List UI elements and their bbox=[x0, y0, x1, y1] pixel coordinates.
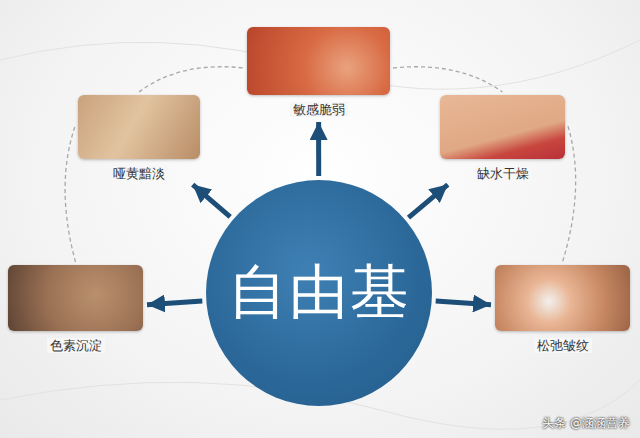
caption-row: 松弛皱纹 bbox=[495, 338, 630, 354]
arrow bbox=[316, 122, 321, 176]
photo-box: 色素沉淀 bbox=[8, 265, 143, 354]
caption: 敏感脆弱 bbox=[290, 102, 348, 117]
watermark: 头条 @涵涵营养 bbox=[542, 415, 630, 432]
center-circle: 自由基 bbox=[206, 180, 432, 406]
arrow bbox=[409, 185, 448, 218]
arrow bbox=[436, 301, 491, 305]
skin-photo bbox=[440, 95, 565, 159]
dashed-link bbox=[139, 67, 244, 92]
photo-box: 敏感脆弱 bbox=[247, 27, 390, 118]
caption: 松弛皱纹 bbox=[534, 338, 592, 353]
caption-row: 色素沉淀 bbox=[8, 338, 143, 354]
arrow bbox=[147, 301, 202, 305]
caption-row: 敏感脆弱 bbox=[247, 102, 390, 118]
faint-lines bbox=[0, 40, 640, 429]
skin-photo bbox=[8, 265, 143, 331]
skin-photo bbox=[78, 95, 200, 159]
caption: 哑黄黯淡 bbox=[110, 166, 168, 181]
arrow bbox=[193, 185, 231, 217]
dashed-link bbox=[65, 126, 75, 262]
photo-box: 缺水干燥 bbox=[440, 95, 565, 182]
photo-box: 松弛皱纹 bbox=[495, 265, 630, 354]
center-text: 自由基 bbox=[228, 253, 411, 333]
photo-box: 哑黄黯淡 bbox=[78, 95, 200, 182]
caption-row: 缺水干燥 bbox=[440, 166, 565, 182]
skin-photo bbox=[495, 265, 630, 331]
dashed-link bbox=[393, 67, 503, 92]
skin-photo bbox=[247, 27, 390, 95]
caption: 缺水干燥 bbox=[474, 166, 532, 181]
caption-row: 哑黄黯淡 bbox=[78, 166, 200, 182]
caption: 色素沉淀 bbox=[47, 338, 105, 353]
